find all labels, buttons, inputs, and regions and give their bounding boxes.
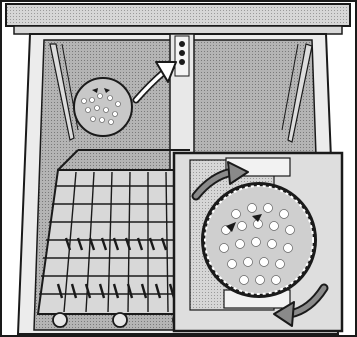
countertop bbox=[6, 4, 350, 34]
filter-ball-large-icon bbox=[201, 182, 317, 298]
pillar-hole-icon bbox=[179, 41, 185, 47]
pillar-hole-icon bbox=[179, 50, 185, 56]
filter-ball-icon bbox=[74, 78, 132, 136]
lower-rack bbox=[38, 150, 196, 327]
pillar-hole-icon bbox=[179, 59, 185, 65]
detail-inset bbox=[174, 153, 342, 331]
